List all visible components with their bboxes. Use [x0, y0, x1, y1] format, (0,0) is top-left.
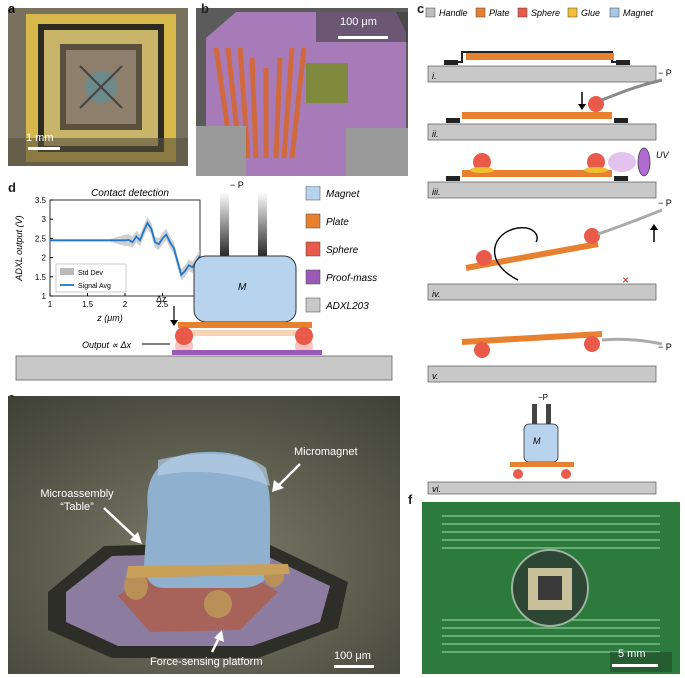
legend-plate: Plate: [489, 8, 510, 18]
panel-e-scale-label: 100 μm: [334, 650, 371, 662]
x-axis-label: z (μm): [96, 313, 122, 323]
step-vi-label: vi.: [432, 484, 441, 494]
label-force-sensing-platform: Force-sensing platform: [150, 656, 263, 668]
step-iv-minus-p: − P: [658, 198, 672, 208]
step-i-label: i.: [432, 71, 437, 81]
d-legend-magnet: Magnet: [326, 189, 361, 200]
step-vi: M −P vi.: [427, 393, 657, 495]
x-tick-label: 2.5: [157, 300, 169, 309]
d-legend-proof-mass: Proof-mass: [326, 273, 377, 284]
panel-d-schematic: − P M Δz Output ∝ Δx: [15, 180, 393, 381]
schematic-magnet-symbol: M: [238, 282, 247, 293]
label-micromagnet: Micromagnet: [294, 446, 358, 458]
step-vi-minus-p: −P: [538, 393, 548, 402]
y-tick-label: 3: [42, 215, 47, 224]
panel-a-scale-label: 1 mm: [26, 132, 54, 144]
step-iv: × − P iv.: [427, 198, 672, 301]
x-tick-label: 1.5: [82, 300, 94, 309]
step-ii-minus-p: − P: [658, 68, 672, 78]
panel-a-photo: [8, 8, 188, 166]
schematic-minus-p: − P: [230, 180, 244, 190]
legend-sphere: Sphere: [531, 8, 560, 18]
mems-die-image: [196, 8, 408, 176]
panel-f-label: f: [408, 492, 413, 507]
step-i: i.: [427, 51, 657, 83]
step-ii-label: ii.: [432, 129, 439, 139]
label-microassembly-table: Microassembly “Table”: [40, 488, 114, 513]
legend-handle: Handle: [439, 8, 468, 18]
panel-f-photo: [422, 502, 680, 674]
legend-std-dev: Std Dev: [78, 270, 103, 277]
d-legend-sphere: Sphere: [326, 245, 359, 256]
output-label: Output ∝ Δx: [82, 340, 131, 350]
pcb-image: [422, 502, 680, 674]
step-vi-magnet-symbol: M: [533, 436, 541, 446]
d-legend-plate: Plate: [326, 217, 349, 228]
arrow-table: [103, 507, 142, 544]
detach-mark: ×: [622, 273, 629, 287]
panel-a-scale-bar: [28, 147, 60, 150]
arrow-micromagnet: [272, 463, 301, 492]
legend-glue: Glue: [581, 8, 600, 18]
delta-z: Δz: [156, 294, 167, 304]
chip-package-image: [8, 8, 188, 166]
std-dev-band: [50, 217, 200, 281]
step-iii-uv: UV: [656, 150, 669, 160]
legend-magnet: Magnet: [623, 8, 654, 18]
step-v-label: v.: [432, 371, 438, 381]
chart-legend: Std Dev Signal Avg: [55, 263, 127, 293]
x-tick-label: 1: [48, 300, 53, 309]
step-v-minus-p: − P: [658, 342, 672, 352]
chart-title: Contact detection: [91, 188, 169, 199]
panel-d-legend: Magnet Plate Sphere Proof-mass ADXL203: [305, 186, 377, 313]
x-tick-label: 2: [123, 300, 128, 309]
panel-d-label: d: [8, 180, 16, 195]
d-legend-adxl203: ADXL203: [325, 301, 369, 312]
legend-signal-avg: Signal Avg: [78, 283, 111, 290]
panel-e-scale-bar: [334, 665, 374, 668]
step-iii: UV iii.: [427, 147, 669, 199]
panel-a-label: a: [8, 1, 16, 16]
y-axis-label: ADXL output (V): [14, 215, 24, 281]
y-tick-label: 2: [42, 254, 47, 263]
y-tick-label: 1: [42, 292, 47, 301]
y-tick-label: 3.5: [35, 196, 47, 205]
panel-c-legend: Handle Plate Sphere Glue Magnet: [425, 7, 654, 18]
y-tick-label: 2.5: [35, 234, 47, 243]
step-v: − P v.: [427, 331, 672, 383]
panel-c-steps: i. − P ii. UV iii. × − P: [427, 51, 672, 495]
panel-f-scale-bar: [612, 664, 658, 667]
panel-b-scale-label: 100 μm: [340, 16, 377, 28]
y-tick-label: 1.5: [35, 273, 47, 282]
arrow-platform: [210, 630, 224, 653]
panel-b-label: b: [201, 1, 209, 16]
panel-b-photo: [196, 8, 408, 176]
panel-c-label: c: [417, 1, 425, 16]
micromagnet-sem-image: [8, 396, 400, 674]
panel-b-scale-bar: [338, 36, 388, 39]
step-iii-label: iii.: [432, 187, 441, 197]
panel-e-photo: [8, 396, 400, 674]
signal-avg-line: [50, 221, 201, 277]
step-iv-label: iv.: [432, 289, 440, 299]
step-ii: − P ii.: [427, 68, 672, 141]
panel-f-scale-label: 5 mm: [618, 648, 646, 660]
